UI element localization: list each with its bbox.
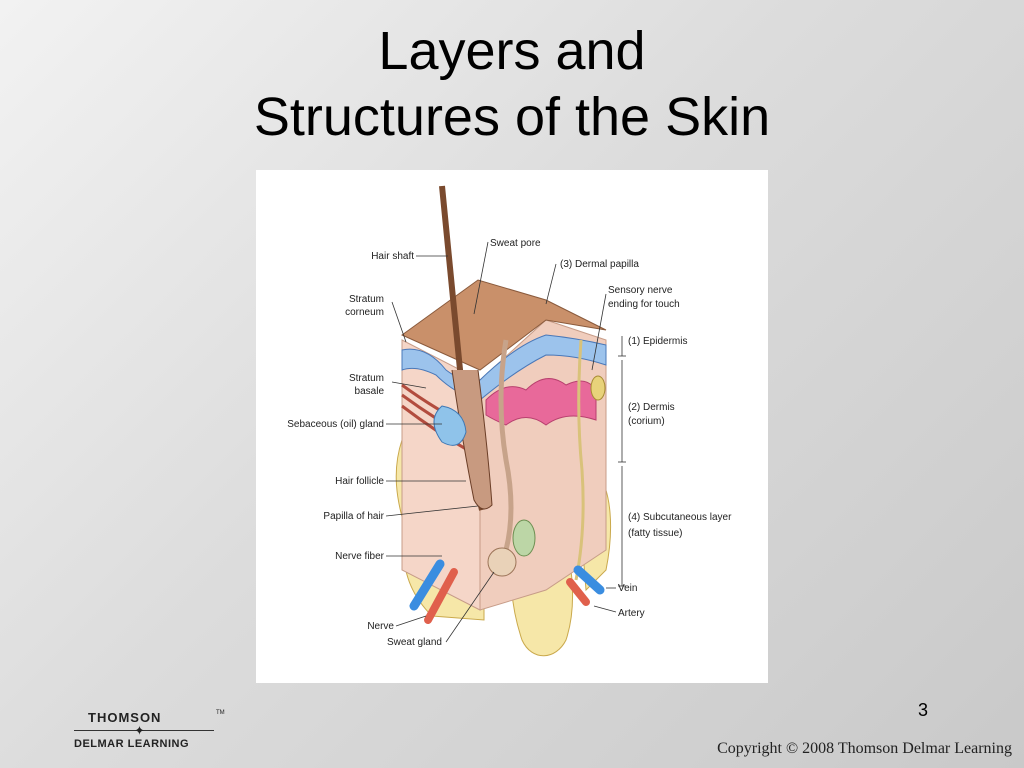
vein-left xyxy=(409,559,445,611)
label-sebaceous-gland: Sebaceous (oil) gland xyxy=(287,419,384,430)
logo-delmar-text: DELMAR LEARNING xyxy=(74,738,190,750)
label-stratum-corneum-1: Stratum xyxy=(349,294,384,305)
artery-right xyxy=(566,578,590,606)
label-dermis-2: (corium) xyxy=(628,416,665,427)
logo-divider xyxy=(74,730,214,731)
leader-lines-right xyxy=(473,241,626,613)
label-hair-shaft: Hair shaft xyxy=(371,251,414,262)
logo-thomson-text: THOMSON xyxy=(88,710,162,725)
thomson-delmar-logo: THOMSON TM ✦ DELMAR LEARNING xyxy=(70,708,230,754)
title-line-2: Structures of the Skin xyxy=(253,87,771,147)
label-sweat-pore: Sweat pore xyxy=(490,238,541,249)
label-artery: Artery xyxy=(618,608,645,619)
label-sweat-gland: Sweat gland xyxy=(387,637,442,648)
label-stratum-basale-1: Stratum xyxy=(349,373,384,384)
label-nerve: Nerve xyxy=(367,621,394,632)
slide-title: Layers and Structures of the Skin xyxy=(0,18,1024,150)
label-vein: Vein xyxy=(618,583,637,594)
label-stratum-basale-2: basale xyxy=(355,386,385,397)
label-dermis-1: (2) Dermis xyxy=(628,402,675,413)
label-dermal-papilla: (3) Dermal papilla xyxy=(560,259,639,270)
sensory-nerve xyxy=(574,339,585,581)
logo-star-icon: ✦ xyxy=(134,723,145,738)
label-subcutaneous-2: (fatty tissue) xyxy=(628,528,682,539)
sensory-corpuscle xyxy=(590,375,606,401)
logo-trademark: TM xyxy=(216,710,225,716)
label-epidermis: (1) Epidermis xyxy=(628,336,687,347)
label-stratum-corneum-2: corneum xyxy=(345,307,384,318)
title-line-1: Layers and xyxy=(378,21,646,81)
skin-diagram: Hair shaft Stratum corneum Stratum basal… xyxy=(256,170,768,683)
label-sensory-nerve-2: ending for touch xyxy=(608,299,680,310)
label-hair-follicle: Hair follicle xyxy=(335,476,384,487)
nerve-ending-oval xyxy=(512,519,536,557)
vein-right xyxy=(573,565,605,595)
page-number: 3 xyxy=(918,700,929,720)
label-sensory-nerve-1: Sensory nerve xyxy=(608,285,673,296)
leader-lines-left xyxy=(385,255,495,643)
label-nerve-fiber: Nerve fiber xyxy=(335,551,385,562)
artery-left xyxy=(424,568,458,624)
skin-illustration: Hair shaft Stratum corneum Stratum basal… xyxy=(287,185,732,657)
sweat-gland-coil xyxy=(487,547,517,577)
label-papilla-of-hair: Papilla of hair xyxy=(323,511,384,522)
dermal-papilla-region xyxy=(485,378,597,426)
label-subcutaneous-1: (4) Subcutaneous layer xyxy=(628,512,732,523)
copyright-notice: Copyright © 2008 Thomson Delmar Learning xyxy=(717,740,1012,757)
sweat-duct xyxy=(498,339,514,551)
sebaceous-gland xyxy=(433,405,467,446)
